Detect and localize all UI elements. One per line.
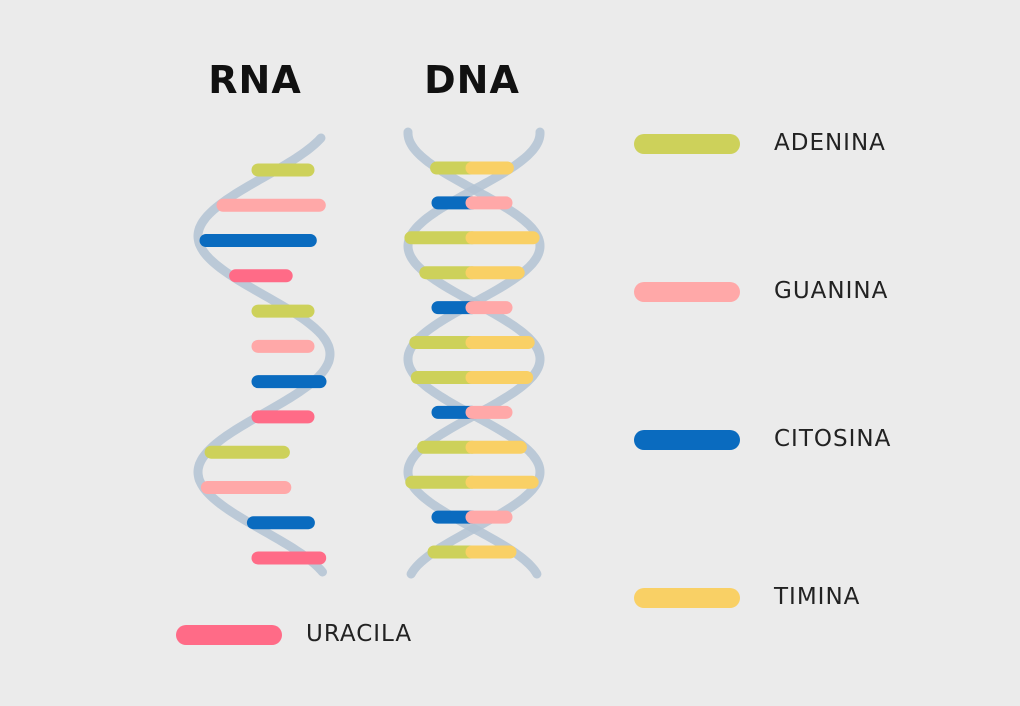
legend-swatch-adenina — [634, 134, 740, 154]
rna-title: RNA — [208, 58, 302, 102]
legend-label-timina: TIMINA — [774, 584, 861, 610]
legend-swatch-citosina — [634, 430, 740, 450]
rna-backbone — [193, 133, 335, 577]
legend-label-uracila: URACILA — [306, 621, 413, 647]
legend-label-adenina: ADENINA — [774, 130, 886, 156]
rna-strand — [193, 133, 335, 577]
legend-label-citosina: CITOSINA — [774, 426, 892, 452]
dna-double-helix — [403, 127, 545, 579]
legend-label-guanina: GUANINA — [774, 278, 889, 304]
dna-title: DNA — [424, 58, 520, 102]
legend-swatch-uracila — [176, 625, 282, 645]
legend-swatch-timina — [634, 588, 740, 608]
legend-swatch-guanina — [634, 282, 740, 302]
